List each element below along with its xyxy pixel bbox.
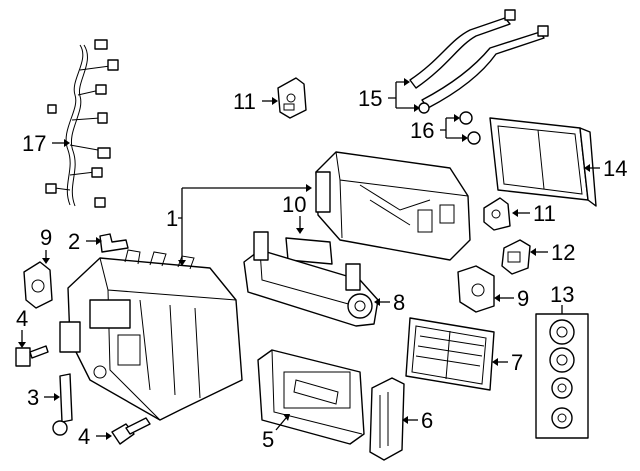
leader-lines [18, 78, 600, 440]
callout-7: 7 [511, 350, 523, 375]
callout-17: 17 [22, 131, 46, 156]
callout-16: 16 [410, 118, 434, 143]
callout-11-right: 11 [533, 201, 556, 226]
sensor-part [52, 373, 73, 436]
evaporator-housing-part [285, 151, 471, 265]
actuator-top-part [277, 77, 307, 119]
filter-housing-part [489, 117, 597, 207]
callout-2: 2 [68, 229, 80, 254]
callout-12: 12 [551, 240, 575, 265]
callout-8: 8 [393, 290, 405, 315]
actuator-left-part [23, 261, 53, 309]
callout-13: 13 [550, 282, 574, 307]
callout-9-right: 9 [517, 286, 529, 311]
callout-1: 1 [166, 206, 178, 231]
heater-hoses-part [409, 9, 549, 114]
wiring-harness-part [45, 39, 119, 208]
callout-labels: 17 11 15 16 14 1 10 11 12 9 2 8 9 13 4 7… [16, 86, 627, 452]
actuator-right-part [483, 197, 511, 231]
callout-14: 14 [603, 156, 627, 181]
sensor-upper-part [15, 345, 49, 367]
callout-5: 5 [262, 427, 274, 452]
actuator-right-lower-part [457, 265, 495, 313]
callout-6: 6 [421, 408, 433, 433]
resistor-part [501, 239, 531, 275]
duct-assembly-part [243, 231, 379, 327]
callout-4-lower: 4 [78, 424, 90, 449]
callout-9-left: 9 [40, 225, 52, 250]
callout-4-upper: 4 [16, 306, 28, 331]
cabin-filter-part [405, 317, 495, 391]
panel-part [369, 377, 405, 461]
callout-11-top: 11 [233, 89, 256, 114]
callout-10: 10 [282, 192, 306, 217]
clip-part [99, 233, 129, 253]
sensor-lower-part [111, 417, 151, 445]
callout-15: 15 [358, 86, 382, 111]
grommets-part [535, 313, 589, 439]
hvac-housing-part [59, 249, 243, 421]
callout-3: 3 [27, 385, 39, 410]
